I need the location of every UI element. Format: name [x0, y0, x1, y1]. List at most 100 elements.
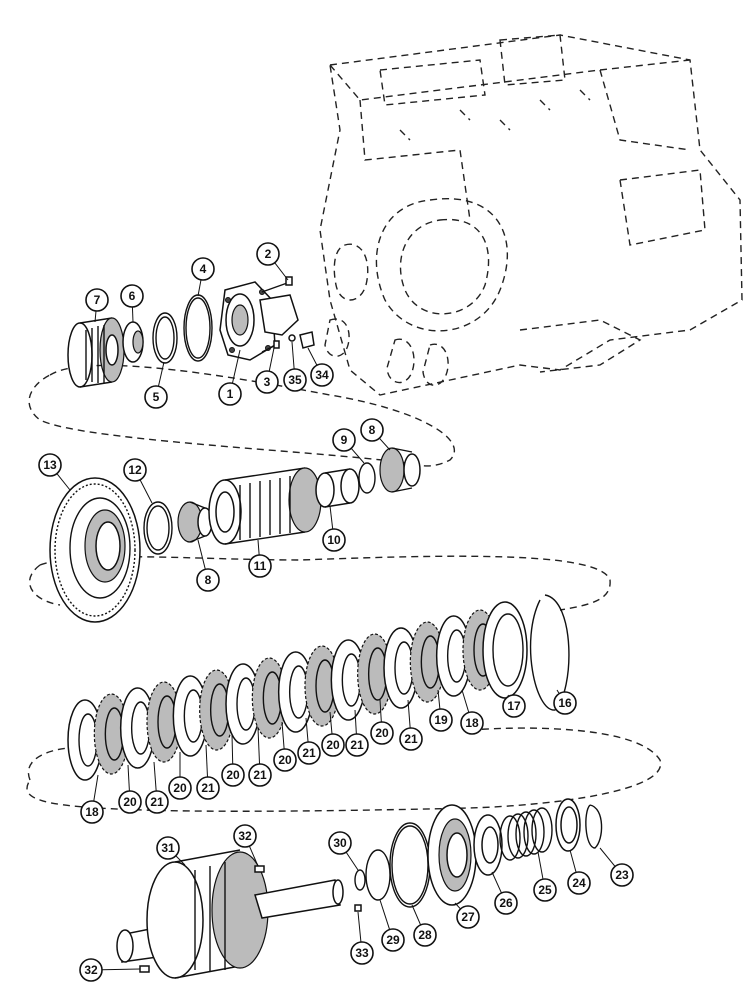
leader-line-c5 [157, 361, 165, 387]
callout-number: 24 [572, 876, 586, 890]
callout-number: 34 [315, 368, 329, 382]
callout-number: 21 [404, 732, 418, 746]
leader-line-c20c [281, 721, 285, 750]
callout-number: 20 [226, 768, 240, 782]
callout-circle [123, 458, 147, 482]
callout-c32a: 32 [233, 824, 257, 848]
part-29-seal-ring [365, 849, 391, 901]
callout-number: 21 [253, 768, 267, 782]
leader-line-c33 [357, 911, 362, 943]
part-7-bearing [67, 317, 125, 388]
callout-number: 32 [238, 829, 252, 843]
part-24-retainer [555, 798, 581, 852]
callout-circle [283, 368, 307, 392]
callout-c21f: 21 [145, 790, 169, 814]
leader-line-c10 [329, 505, 334, 530]
callout-circle [360, 418, 384, 442]
callout-circle [248, 763, 272, 787]
part-17-pressure-plate [482, 601, 528, 699]
leader-line-c11 [257, 539, 260, 556]
callout-c20d: 20 [221, 763, 245, 787]
callout-number: 2 [265, 247, 272, 261]
part-8-bearing-cone-upper [379, 447, 421, 493]
leader-line-c6 [131, 306, 134, 323]
callout-circle [218, 382, 242, 406]
callout-circle [429, 708, 453, 732]
part-3-bolt [261, 340, 280, 353]
part-34-plug [299, 331, 315, 349]
callout-c17: 17 [502, 694, 526, 718]
callout-circle [297, 741, 321, 765]
callout-number: 7 [94, 293, 101, 307]
callout-number: 23 [615, 868, 629, 882]
callout-number: 21 [201, 781, 215, 795]
callout-c1: 1 [218, 382, 242, 406]
callout-c26: 26 [494, 891, 518, 915]
callout-circle [273, 748, 297, 772]
leader-line-c9 [350, 447, 365, 464]
callout-number: 18 [85, 805, 99, 819]
callout-circle [118, 790, 142, 814]
leader-line-c32a [248, 845, 259, 867]
callout-circle [248, 554, 272, 578]
callout-circle [191, 257, 215, 281]
callout-c13: 13 [38, 453, 62, 477]
leader-line-c7 [94, 310, 97, 323]
callout-circle [370, 721, 394, 745]
callout-c4: 4 [191, 257, 215, 281]
callout-c18a: 18 [460, 711, 484, 735]
leader-line-c25 [537, 851, 544, 880]
callout-circle [80, 800, 104, 824]
callout-labels: 1234567889101112131617181921202120212021… [38, 242, 634, 982]
callout-c35: 35 [283, 368, 307, 392]
callout-circle [553, 691, 577, 715]
callout-circle [381, 928, 405, 952]
callout-number: 21 [350, 738, 364, 752]
callout-circle [156, 836, 180, 860]
part-32-pin-lower [139, 965, 150, 973]
leader-line-c8a [197, 539, 206, 570]
callout-circle [256, 242, 280, 266]
part-28-seal-ring [389, 822, 431, 908]
callout-circle [332, 428, 356, 452]
callout-c6: 6 [120, 284, 144, 308]
callout-c10: 10 [322, 528, 346, 552]
part-27-piston [427, 804, 477, 906]
callout-number: 33 [355, 946, 369, 960]
callout-c20f: 20 [118, 790, 142, 814]
callout-c34: 34 [310, 363, 334, 387]
callout-c21d: 21 [248, 763, 272, 787]
part-23-snap-ring [585, 804, 603, 849]
callout-circle [145, 790, 169, 814]
leader-line-c3 [268, 347, 275, 372]
callout-number: 18 [465, 716, 479, 730]
leader-line-c21d [257, 727, 261, 765]
callout-c2: 2 [256, 242, 280, 266]
callout-circle [567, 871, 591, 895]
callout-circle [322, 528, 346, 552]
callout-circle [533, 878, 557, 902]
callout-number: 31 [161, 841, 175, 855]
callout-circle [233, 824, 257, 848]
part-2-bolt [261, 276, 293, 293]
callout-number: 20 [173, 781, 187, 795]
callout-circle [350, 941, 374, 965]
callout-circle [610, 863, 634, 887]
callout-number: 17 [507, 699, 521, 713]
callout-c27: 27 [456, 905, 480, 929]
callout-c5: 5 [144, 385, 168, 409]
callout-number: 29 [386, 933, 400, 947]
part-1-bearing-cage [219, 281, 299, 361]
part-33-plug [354, 904, 362, 912]
callout-number: 20 [278, 753, 292, 767]
group-outline-lower [26, 727, 662, 812]
callout-number: 10 [327, 533, 341, 547]
callout-c8b: 8 [360, 418, 384, 442]
callout-circle [168, 776, 192, 800]
leader-line-c21f [153, 761, 157, 792]
leader-line-c12 [139, 479, 153, 504]
leader-line-c27 [454, 902, 461, 910]
callout-c33: 33 [350, 941, 374, 965]
callout-c20e: 20 [168, 776, 192, 800]
callout-number: 16 [558, 696, 572, 710]
